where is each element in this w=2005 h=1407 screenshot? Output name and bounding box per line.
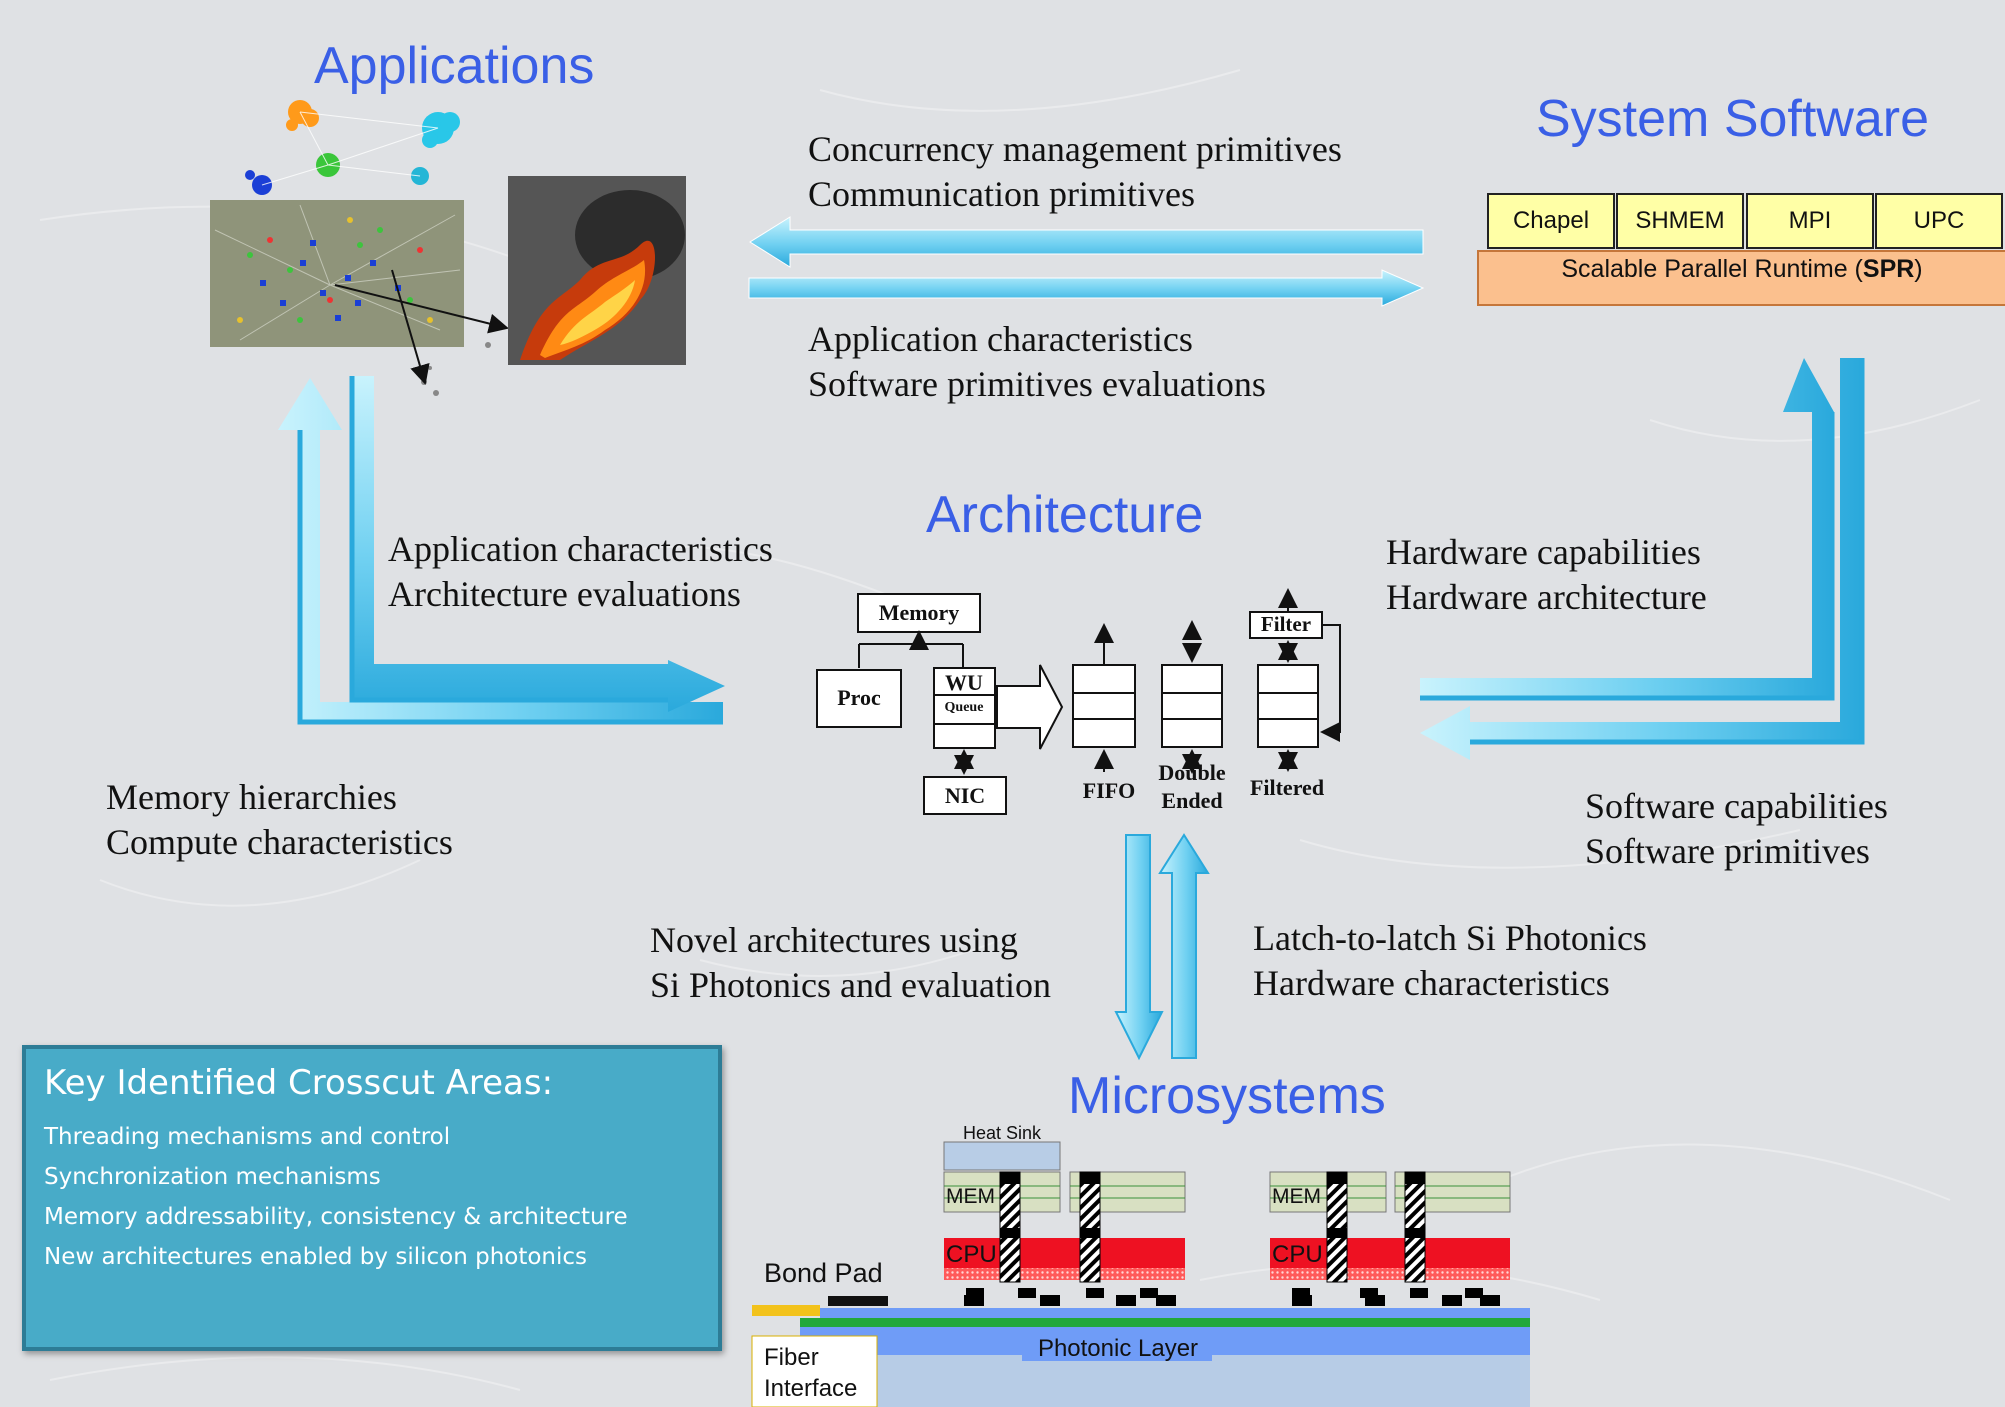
flow-arch-to-app: Memory hierarchies Compute characteristi… — [106, 775, 453, 865]
flow-text: Hardware capabilities — [1386, 532, 1701, 572]
arrow-app-to-ss — [748, 269, 1425, 307]
filtered-label: Filtered — [1250, 775, 1324, 800]
flow-app-to-arch: Application characteristics Architecture… — [388, 527, 773, 617]
architecture-title: Architecture — [926, 486, 1204, 544]
flow-text: Hardware architecture — [1386, 577, 1707, 617]
flow-ss-to-arch: Software capabilities Software primitive… — [1585, 784, 1888, 874]
cpu-label-right: CPU — [1272, 1241, 1323, 1268]
runtime-shmem: SHMEM — [1616, 193, 1744, 249]
flow-text: Application characteristics — [388, 529, 773, 569]
mem-label-left: MEM — [946, 1185, 995, 1208]
crosscut-item: Threading mechanisms and control — [44, 1124, 451, 1150]
heat-sink-label: Heat Sink — [963, 1123, 1042, 1143]
flow-text: Memory hierarchies — [106, 777, 397, 817]
fiber-label: Fiber — [764, 1344, 819, 1371]
runtime-upc: UPC — [1875, 193, 2003, 249]
memory-label: Memory — [879, 600, 960, 625]
flow-text: Novel architectures using — [650, 920, 1018, 960]
bond-pad-label: Bond Pad — [764, 1258, 883, 1288]
arrow-arch-to-ss — [1420, 358, 1834, 698]
flow-arch-to-micro: Novel architectures using Si Photonics a… — [650, 918, 1051, 1008]
cpu-label-left: CPU — [946, 1241, 997, 1268]
flow-text: Software primitives — [1585, 831, 1870, 871]
photonic-layer-label: Photonic Layer — [1038, 1335, 1198, 1362]
ended-label: Ended — [1161, 788, 1222, 813]
flow-text: Concurrency management primitives — [808, 129, 1342, 169]
wu-label: WU — [945, 670, 983, 695]
spr-label-bold: SPR — [1862, 255, 1915, 283]
crosscut-item: Synchronization mechanisms — [44, 1164, 381, 1190]
arrow-ss-to-arch — [1420, 358, 1862, 760]
spr-label-suffix: ) — [1914, 255, 1923, 283]
scalable-parallel-runtime: Scalable Parallel Runtime (SPR) — [1477, 250, 2005, 306]
fire-simulation-image — [508, 176, 686, 365]
runtime-chapel: Chapel — [1487, 193, 1615, 249]
flow-text: Architecture evaluations — [388, 574, 741, 614]
arrow-arch-to-app — [278, 378, 723, 722]
flow-text: Communication primitives — [808, 174, 1195, 214]
system-software-title: System Software — [1536, 90, 1930, 148]
crosscut-item: New architectures enabled by silicon pho… — [44, 1244, 588, 1270]
arrow-micro-to-arch — [1158, 833, 1210, 1059]
crosscut-item: Memory addressability, consistency & arc… — [44, 1204, 628, 1230]
architecture-diagram: Memory Proc WU Queue NIC FIFO Double End… — [816, 588, 1341, 815]
arrow-arch-to-micro — [1114, 834, 1164, 1061]
microsystems-diagram: Heat Sink MEM MEM CPU CPU Bond Pad Photo… — [751, 1123, 1530, 1407]
crosscut-areas-box: Key Identified Crosscut Areas: Threading… — [22, 1045, 722, 1351]
applications-title: Applications — [314, 37, 595, 95]
proc-label: Proc — [837, 685, 881, 710]
nic-label: NIC — [945, 783, 985, 808]
microsystems-title: Microsystems — [1068, 1067, 1386, 1125]
flow-text: Software primitives evaluations — [808, 364, 1266, 404]
interface-label: Interface — [764, 1375, 857, 1402]
queue-label: Queue — [945, 700, 984, 715]
spr-label-prefix: Scalable Parallel Runtime ( — [1561, 255, 1863, 283]
fifo-label: FIFO — [1083, 778, 1136, 803]
flow-text: Compute characteristics — [106, 822, 453, 862]
flow-ss-to-app: Concurrency management primitives Commun… — [808, 127, 1342, 217]
arrow-ss-to-app — [749, 216, 1424, 268]
mem-label-right: MEM — [1272, 1185, 1321, 1208]
flow-text: Application characteristics — [808, 319, 1193, 359]
flow-text: Latch-to-latch Si Photonics — [1253, 918, 1647, 958]
filter-label: Filter — [1261, 612, 1311, 636]
flow-text: Hardware characteristics — [1253, 963, 1610, 1003]
flow-app-to-ss: Application characteristics Software pri… — [808, 317, 1266, 407]
network-graph-image — [210, 100, 509, 396]
double-label: Double — [1158, 760, 1225, 785]
flow-arch-to-ss: Hardware capabilities Hardware architect… — [1386, 530, 1707, 620]
crosscut-title: Key Identified Crosscut Areas: — [44, 1063, 554, 1103]
flow-micro-to-arch: Latch-to-latch Si Photonics Hardware cha… — [1253, 916, 1647, 1006]
flow-text: Software capabilities — [1585, 786, 1888, 826]
flow-text: Si Photonics and evaluation — [650, 965, 1051, 1005]
runtime-mpi: MPI — [1746, 193, 1874, 249]
